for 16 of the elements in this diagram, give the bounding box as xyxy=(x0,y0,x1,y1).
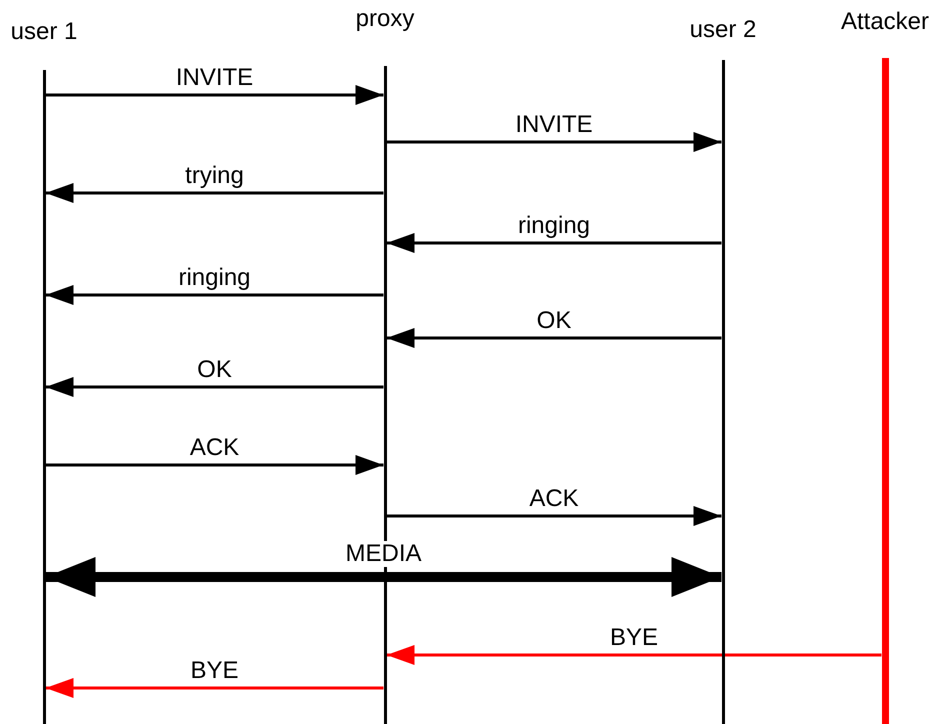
participant-label: proxy xyxy=(354,5,416,33)
arrow xyxy=(46,455,384,475)
arrow xyxy=(46,678,384,698)
arrow xyxy=(386,132,722,152)
arrow xyxy=(46,377,384,397)
arrow xyxy=(46,85,384,105)
arrow xyxy=(46,557,722,597)
arrow xyxy=(46,183,384,203)
participant-label: user 1 xyxy=(10,18,78,46)
arrow xyxy=(46,285,384,305)
arrow xyxy=(386,328,722,348)
arrow xyxy=(386,645,882,665)
participant-label: Attacker xyxy=(840,8,930,36)
participant-label: user 2 xyxy=(688,16,758,44)
arrow xyxy=(386,506,722,526)
arrow xyxy=(386,233,722,253)
